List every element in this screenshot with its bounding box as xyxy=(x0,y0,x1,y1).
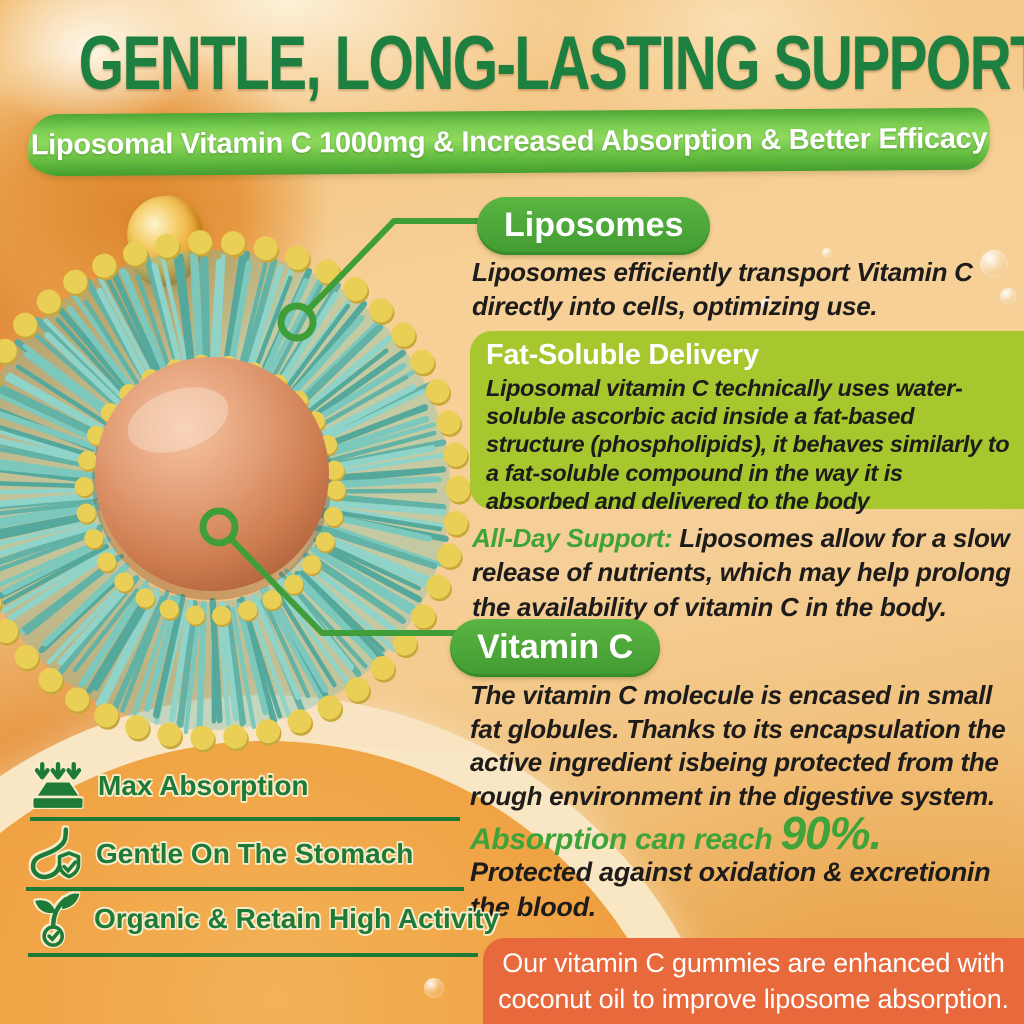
bubble xyxy=(980,250,1008,278)
feature-label: Max Absorption xyxy=(98,770,309,801)
label-liposomes: Liposomes xyxy=(477,197,711,255)
vitamin-c-core xyxy=(95,357,329,591)
stomach-icon xyxy=(30,827,81,880)
bubble xyxy=(424,978,444,998)
feature-organic: Organic & Retain High Activity xyxy=(28,890,499,957)
bubble xyxy=(1000,288,1017,305)
page-title: GENTLE, LONG-LASTING SUPPORT xyxy=(78,20,1024,106)
liposome-diagram xyxy=(0,230,472,752)
bubble xyxy=(822,248,832,258)
bubble xyxy=(760,298,773,311)
feature-label: Gentle On The Stomach xyxy=(96,838,414,869)
absorption-value: 90%. xyxy=(780,807,882,859)
label-vitamin-c: Vitamin C xyxy=(450,619,661,677)
all-day-support: All-Day Support: Liposomes allow for a s… xyxy=(472,521,1024,624)
absorption-icon xyxy=(33,761,83,808)
footer-note: Our vitamin C gummies are enhanced with … xyxy=(483,938,1024,1024)
footer-text: Our vitamin C gummies are enhanced with … xyxy=(498,947,1009,1014)
protected-claim: Protected against oxidation & excretioni… xyxy=(470,857,991,923)
absorption-claim: Absorption can reach 90%. xyxy=(470,806,1022,860)
subtitle-banner: Liposomal Vitamin C 1000mg & Increased A… xyxy=(27,107,991,177)
feature-max-absorption: Max Absorption xyxy=(30,760,460,821)
core-highlight xyxy=(127,387,229,453)
feature-gentle-stomach: Gentle On The Stomach xyxy=(26,826,464,891)
liposomes-description: Liposomes efficiently transport Vitamin … xyxy=(472,257,973,321)
feature-label: Organic & Retain High Activity xyxy=(94,903,500,934)
all-day-body: Liposomes allow for a slow release of nu… xyxy=(472,523,1011,622)
subtitle-text: Liposomal Vitamin C 1000mg & Increased A… xyxy=(30,122,988,162)
outer-bead-ring xyxy=(0,230,470,750)
fat-soluble-heading: Fat-Soluble Delivery xyxy=(486,339,759,371)
all-day-lead: All-Day Support: xyxy=(472,523,680,553)
fat-soluble-body: Liposomal vitamin C technically uses wat… xyxy=(486,375,1010,514)
fat-soluble-box: Fat-Soluble Delivery Liposomal vitamin C… xyxy=(470,331,1024,514)
absorption-lead: Absorption can reach xyxy=(470,823,781,856)
vitamin-c-description: The vitamin C molecule is encased in sma… xyxy=(470,680,1006,811)
organic-icon xyxy=(35,893,80,947)
